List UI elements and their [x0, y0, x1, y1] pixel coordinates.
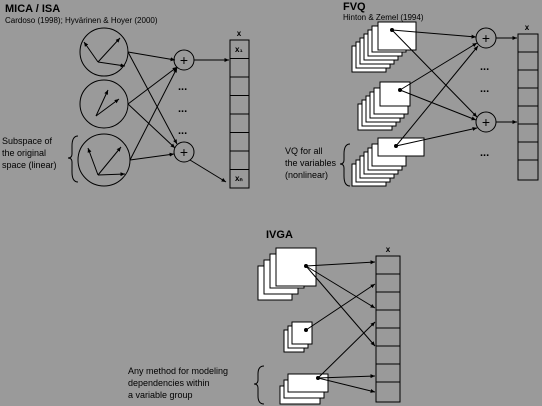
mica-x-column: [229, 39, 250, 189]
mica-ellipsis-2: ...: [178, 103, 187, 115]
subspace-circle-3: [77, 133, 131, 187]
fvq-brace: [339, 143, 351, 187]
subspace-circle-1: [79, 27, 129, 77]
ivga-group-stack-2: [283, 321, 313, 353]
mica-side-label: Subspace of the original space (linear): [2, 136, 57, 170]
subspace-circle-2: [79, 79, 129, 129]
fvq-side-label: VQ for all the variables (nonlinear): [285, 146, 339, 180]
mica-last-cell-label: xₙ: [235, 174, 243, 183]
ivga-side-label: Any method for modeling dependencies wit…: [128, 366, 231, 400]
fvq-title: FVQ: [343, 1, 366, 13]
fvq-prototype-stack-3: [351, 137, 425, 187]
fvq-citation: Hinton & Zemel (1994): [343, 13, 424, 22]
fvq-panel: FVQ Hinton & Zemel (1994): [285, 1, 539, 187]
fvq-ellipsis-2: ...: [480, 83, 489, 95]
svg-text:+: +: [180, 144, 188, 160]
fvq-sum-node-1: +: [475, 27, 497, 49]
mica-brace: [67, 135, 79, 183]
mica-column-label: x: [237, 29, 242, 38]
ivga-group-stack-1: [257, 247, 317, 301]
mica-ellipsis-1: ...: [178, 81, 187, 93]
ivga-x-column: [375, 255, 401, 403]
mica-title: MICA / ISA: [5, 3, 60, 15]
fvq-x-column: [517, 33, 539, 181]
ivga-panel: IVGA x: [128, 229, 401, 405]
mica-sum-node-2: +: [173, 141, 195, 163]
ivga-group-stack-3: [279, 373, 329, 405]
fvq-column-label: x: [525, 23, 530, 32]
fvq-prototype-stack-1: [351, 21, 417, 73]
mica-ellipsis-3: ...: [178, 125, 187, 137]
ivga-column-label: x: [386, 245, 391, 254]
svg-text:+: +: [482, 114, 490, 130]
ivga-title: IVGA: [266, 229, 293, 241]
fvq-ellipsis-1: ...: [480, 61, 489, 73]
mica-first-cell-label: x₁: [235, 45, 243, 54]
fvq-ellipsis-3: ...: [480, 147, 489, 159]
svg-text:+: +: [180, 52, 188, 68]
fvq-sum-node-2: +: [475, 111, 497, 133]
svg-text:+: +: [482, 30, 490, 46]
fvq-prototype-stack-2: [357, 81, 411, 131]
mica-citation: Cardoso (1998); Hyvärinen & Hoyer (2000): [5, 16, 158, 25]
ivga-brace: [253, 365, 265, 405]
mica-panel: MICA / ISA Cardoso (1998); Hyvärinen & H…: [2, 3, 250, 189]
